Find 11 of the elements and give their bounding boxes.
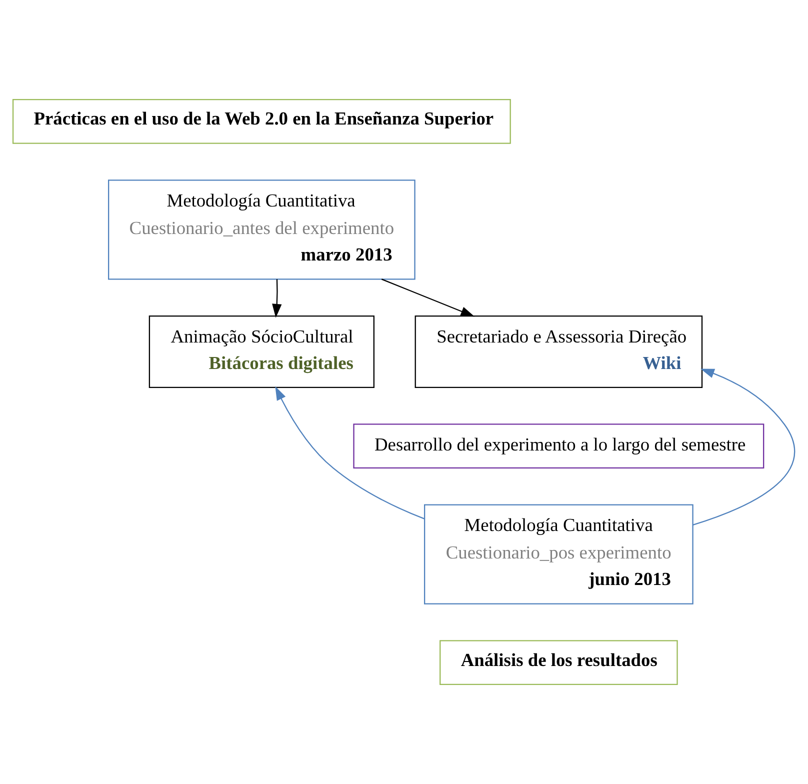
node-box: Análisis de los resultados xyxy=(440,640,678,685)
node-box: Prácticas en el uso de la Web 2.0 en la Enseñanza Superior xyxy=(12,99,511,144)
node-box: Desarrollo del experimento a lo largo del semestre xyxy=(353,424,764,469)
node-box: Metodología Cuantitativa Cuestionario_antes del experimento marzo 2013 xyxy=(108,180,416,280)
arrow xyxy=(381,278,475,317)
node-box: Secretariado e Assessoria Direção Wiki xyxy=(414,315,703,388)
arrow xyxy=(692,368,795,526)
arrow xyxy=(272,279,282,318)
node-box: Metodología Cuantitativa Cuestionario_pos experimento junio 2013 xyxy=(424,504,694,604)
arrow xyxy=(275,386,425,520)
node-box: Animação SócioCultural Bitácoras digitales xyxy=(148,315,374,388)
